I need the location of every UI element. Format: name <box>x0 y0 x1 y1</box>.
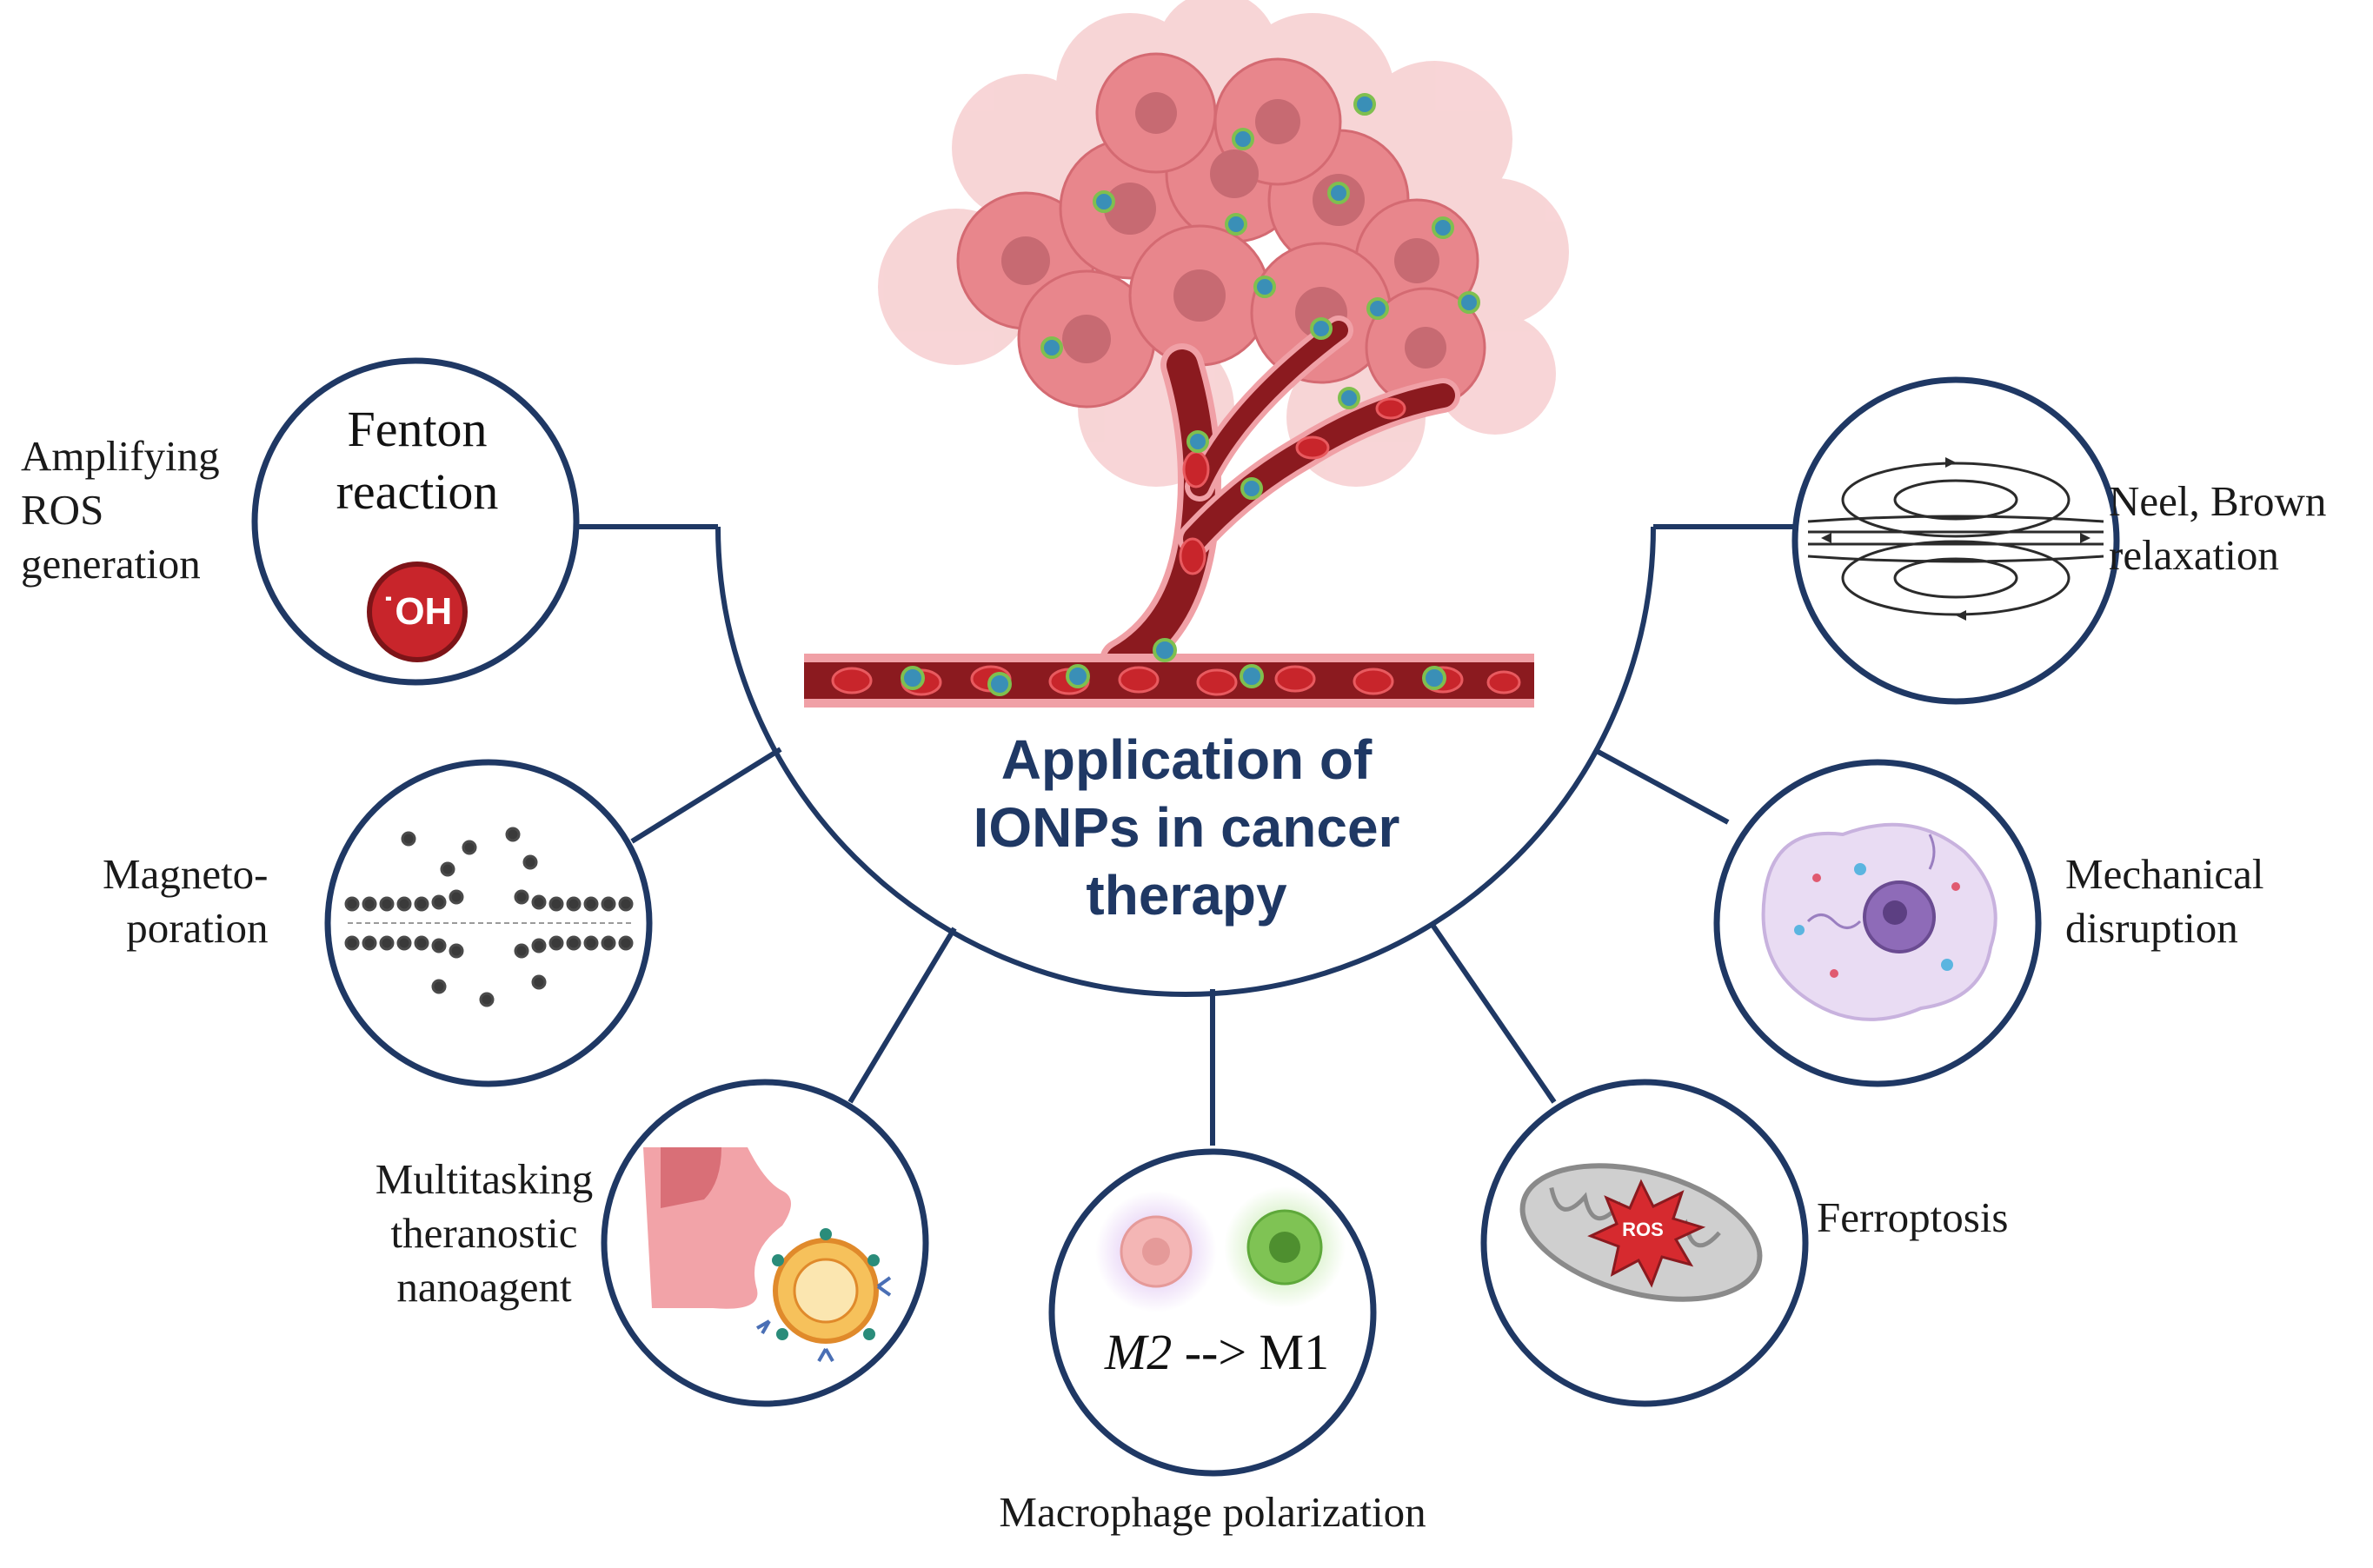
free-lipids <box>401 827 547 1007</box>
label-relaxation-line-1: Neel, Brown <box>2109 477 2327 525</box>
membrane-pore-icon <box>344 827 635 1007</box>
polarization-text: M2 --> M1 <box>1074 1321 1360 1384</box>
ros-burst <box>1587 1179 1706 1288</box>
label-theranostic: Multitasking theranostic nanoagent <box>358 1153 610 1314</box>
label-magneto-line-1: Magneto- <box>103 850 269 898</box>
tumor-illustration <box>804 0 1569 708</box>
mitochondrion-icon <box>1519 1163 1763 1302</box>
fenton-line-2: reaction <box>336 463 499 520</box>
label-theranostic-line-3: nanoagent <box>396 1263 572 1311</box>
fenton-text: Fenton reaction <box>287 398 548 523</box>
hydroxyl-badge <box>367 561 468 662</box>
label-macrophage: Macrophage polarization <box>999 1488 1426 1536</box>
label-ros-line-2: ROS <box>21 486 104 534</box>
ros-badge-text: ROS <box>1622 1219 1664 1240</box>
arrow-label: --> <box>1184 1324 1247 1380</box>
label-theranostic-line-1: Multitasking <box>375 1155 594 1203</box>
label-theranostic-line-2: theranostic <box>390 1209 578 1257</box>
hydroxyl-text: ˙OH <box>382 590 453 633</box>
label-ros-line-1: Amplifying <box>21 432 220 480</box>
iron-oxide-nanoparticles <box>901 93 1480 696</box>
connector-mechanical <box>1593 747 1730 825</box>
bilayer-left <box>344 889 464 959</box>
connector-magneto <box>630 747 782 844</box>
circle-macrophage <box>1048 1148 1377 1477</box>
cell-icon <box>1761 822 1997 1021</box>
circle-fenton <box>251 357 580 686</box>
title-line-3: therapy <box>1086 864 1287 927</box>
nanoagent-icon <box>643 1147 892 1362</box>
label-magneto-line-2: poration <box>126 904 269 952</box>
title-line-2: IONPs in cancer <box>973 796 1400 859</box>
diagram-title: Application of IONPs in cancer therapy <box>882 726 1491 929</box>
connector-theranostic <box>848 927 957 1104</box>
m2-label: M2 <box>1104 1324 1173 1380</box>
m1-label: M1 <box>1259 1324 1330 1380</box>
label-relaxation-line-2: relaxation <box>2109 531 2279 579</box>
bilayer-right <box>514 889 634 959</box>
magnetic-field-icon <box>1807 457 2104 621</box>
macrophage-icons <box>1095 1186 1346 1312</box>
label-mechanical-line-2: disruption <box>2065 904 2238 952</box>
label-ferroptosis: Ferroptosis <box>1817 1193 2009 1241</box>
label-ros: Amplifying ROS generation <box>21 429 220 591</box>
label-mechanical: Mechanical disruption <box>2065 847 2264 955</box>
label-ros-line-3: generation <box>21 540 201 588</box>
label-mechanical-line-1: Mechanical <box>2065 850 2264 898</box>
label-relaxation: Neel, Brown relaxation <box>2109 475 2326 582</box>
label-magneto: Magneto- poration <box>103 847 269 955</box>
central-hub <box>576 524 1797 1146</box>
fenton-line-1: Fenton <box>347 401 488 457</box>
connector-ferroptosis <box>1430 923 1557 1104</box>
tumor-nuclei <box>1001 92 1446 369</box>
title-line-1: Application of <box>1000 728 1373 791</box>
